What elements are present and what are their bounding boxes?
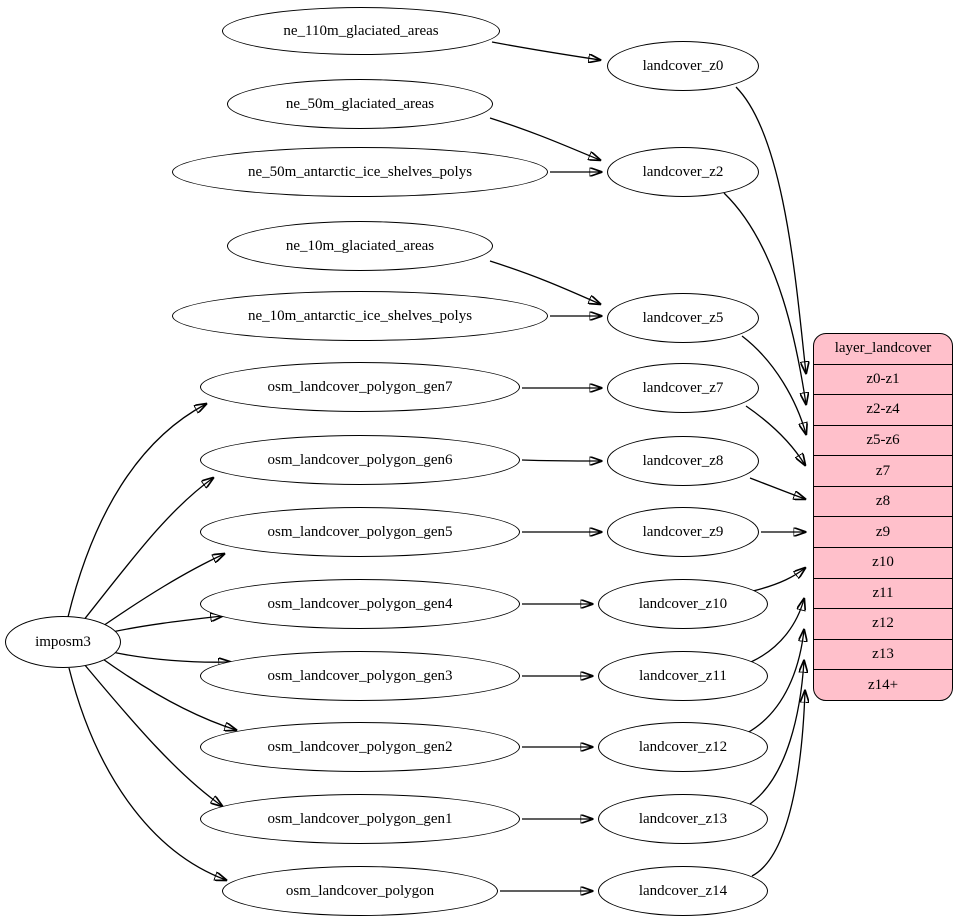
edge-imposm3-osm_landcover_polygon_gen4 bbox=[111, 616, 222, 633]
edge-imposm3-osm_landcover_polygon_gen6 bbox=[82, 478, 213, 622]
node-landcover_z14: landcover_z14 bbox=[598, 866, 768, 916]
node-landcover_z5: landcover_z5 bbox=[607, 293, 759, 343]
edge-landcover_z8-row-z8 bbox=[749, 477, 805, 499]
node-landcover_z13: landcover_z13 bbox=[598, 794, 768, 844]
node-osm_landcover_polygon_gen7: osm_landcover_polygon_gen7 bbox=[200, 362, 520, 412]
table-row-z11: z11 bbox=[814, 577, 952, 609]
edge-landcover_z12-row-z12 bbox=[746, 630, 804, 734]
table-row-z2-z4: z2-z4 bbox=[814, 394, 952, 425]
node-osm_landcover_polygon_gen6: osm_landcover_polygon_gen6 bbox=[200, 435, 520, 485]
node-landcover_z2: landcover_z2 bbox=[607, 147, 759, 197]
table-row-z7: z7 bbox=[814, 455, 952, 486]
edge-landcover_z11-row-z11 bbox=[750, 599, 804, 663]
table-row-z13: z13 bbox=[814, 638, 952, 670]
edge-imposm3-osm_landcover_polygon_gen2 bbox=[99, 656, 236, 730]
node-osm_landcover_polygon: osm_landcover_polygon bbox=[222, 866, 498, 916]
edge-imposm3-osm_landcover_polygon_gen1 bbox=[83, 663, 222, 806]
edge-landcover_z10-row-z10 bbox=[752, 568, 805, 592]
edge-imposm3-osm_landcover_polygon bbox=[68, 667, 226, 880]
edge-imposm3-osm_landcover_polygon_gen5 bbox=[99, 554, 224, 629]
edge-ne_10m_glaciated_areas-landcover_z5 bbox=[489, 260, 600, 304]
table-row-z10: z10 bbox=[814, 547, 952, 578]
layer-landcover-table: layer_landcover z0-z1 z2-z4 z5-z6 z7 z8 … bbox=[813, 333, 953, 701]
edge-landcover_z14-row-z14plus bbox=[751, 691, 805, 877]
node-ne_50m_antarctic_ice_shelves_polys: ne_50m_antarctic_ice_shelves_polys bbox=[172, 147, 548, 197]
edge-landcover_z13-row-z13 bbox=[746, 661, 804, 807]
table-row-z8: z8 bbox=[814, 485, 952, 517]
edge-imposm3-osm_landcover_polygon_gen3 bbox=[111, 651, 230, 662]
node-landcover_z10: landcover_z10 bbox=[598, 579, 768, 629]
edge-landcover_z7-row-z7 bbox=[745, 405, 805, 465]
node-osm_landcover_polygon_gen5: osm_landcover_polygon_gen5 bbox=[200, 507, 520, 557]
table-row-z12: z12 bbox=[814, 608, 952, 639]
node-ne_50m_glaciated_areas: ne_50m_glaciated_areas bbox=[227, 79, 493, 129]
node-ne_10m_antarctic_ice_shelves_polys: ne_10m_antarctic_ice_shelves_polys bbox=[172, 291, 548, 341]
edge-imposm3-osm_landcover_polygon_gen7 bbox=[67, 404, 206, 618]
node-osm_landcover_polygon_gen3: osm_landcover_polygon_gen3 bbox=[200, 651, 520, 701]
table-header: layer_landcover bbox=[834, 340, 932, 357]
edge-osm_landcover_polygon_gen6-landcover_z8 bbox=[521, 460, 601, 461]
node-landcover_z0: landcover_z0 bbox=[607, 41, 759, 91]
node-landcover_z12: landcover_z12 bbox=[598, 722, 768, 772]
node-osm_landcover_polygon_gen4: osm_landcover_polygon_gen4 bbox=[200, 579, 520, 629]
node-landcover_z7: landcover_z7 bbox=[607, 363, 759, 413]
edge-landcover_z0-row-z0-z1 bbox=[735, 86, 806, 373]
node-landcover_z9: landcover_z9 bbox=[607, 507, 759, 557]
node-ne_110m_glaciated_areas: ne_110m_glaciated_areas bbox=[222, 7, 500, 55]
node-landcover_z11: landcover_z11 bbox=[598, 651, 768, 701]
table-row-z9: z9 bbox=[814, 516, 952, 547]
node-landcover_z8: landcover_z8 bbox=[607, 436, 759, 486]
table-row-z14plus: z14+ bbox=[814, 669, 952, 700]
table-row-z5-z6: z5-z6 bbox=[814, 424, 952, 456]
edge-landcover_z5-row-z5-z6 bbox=[741, 335, 806, 434]
edge-landcover_z2-row-z2-z4 bbox=[723, 192, 806, 404]
node-osm_landcover_polygon_gen2: osm_landcover_polygon_gen2 bbox=[200, 722, 520, 772]
node-osm_landcover_polygon_gen1: osm_landcover_polygon_gen1 bbox=[200, 794, 520, 844]
table-row-z0-z1: z0-z1 bbox=[814, 363, 952, 395]
edge-ne_50m_glaciated_areas-landcover_z2 bbox=[489, 117, 600, 160]
node-ne_10m_glaciated_areas: ne_10m_glaciated_areas bbox=[227, 221, 493, 271]
node-imposm3: imposm3 bbox=[5, 616, 121, 668]
edge-ne_110m_glaciated_areas-landcover_z0 bbox=[491, 41, 600, 60]
